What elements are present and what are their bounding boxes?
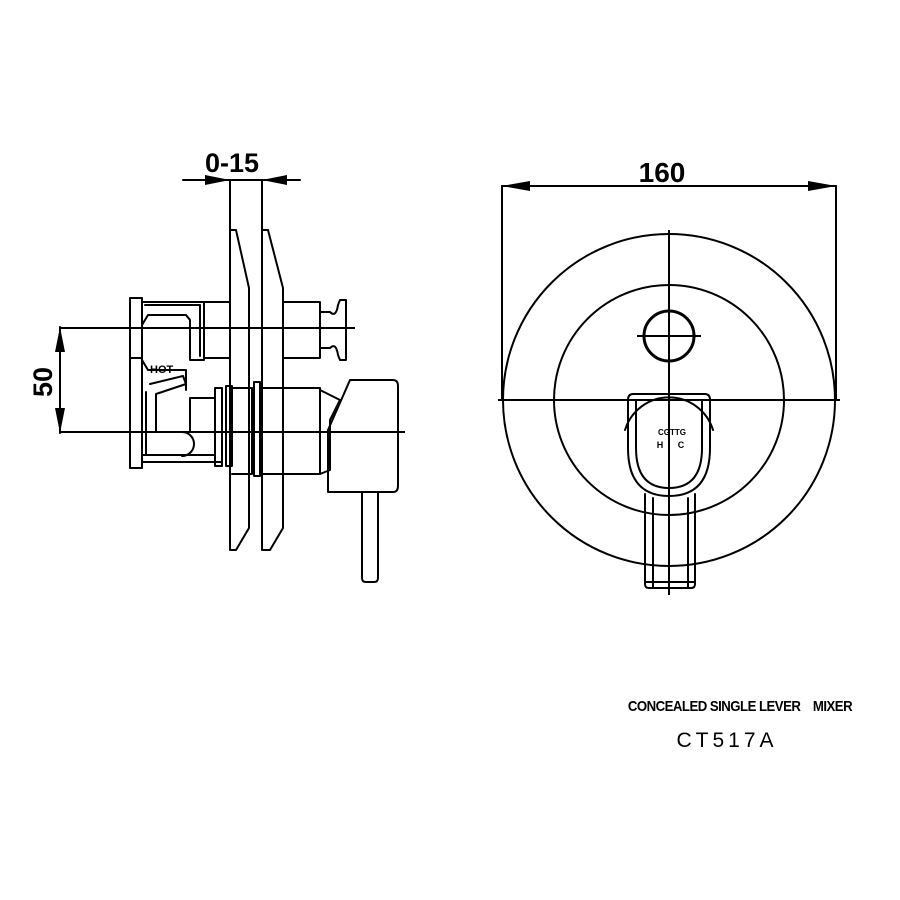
lever-handle-front xyxy=(644,493,696,589)
product-name: CONCEALED SINGLE LEVER MIXER xyxy=(627,698,853,715)
diverter-knob-side xyxy=(203,299,347,361)
dimension-inlet-spacing: 50 xyxy=(28,326,65,434)
lever-brand-logo: CGTTG xyxy=(658,428,686,437)
lever-cold-marker: C xyxy=(678,440,685,450)
cartridge-body xyxy=(225,381,341,477)
wall-thickness-label: 0-15 xyxy=(205,148,259,178)
wall-plates xyxy=(229,229,284,551)
front-view: 160 CGTTG H C xyxy=(498,157,840,595)
dimension-plate-diameter: 160 xyxy=(501,157,837,401)
lever-handle-side xyxy=(327,379,399,583)
lever-hot-marker: H xyxy=(657,440,664,450)
title-block: CONCEALED SINGLE LEVER MIXER CT517A xyxy=(600,698,880,753)
inlet-spacing-label: 50 xyxy=(28,367,58,397)
model-code: CT517A xyxy=(676,729,778,752)
plate-diameter-label: 160 xyxy=(639,157,686,188)
dimension-wall-thickness: 0-15 xyxy=(182,148,301,246)
side-view: 0-15 50 HOT xyxy=(28,148,405,583)
valve-body: HOT xyxy=(129,297,223,469)
lever-housing-front: CGTTG H C xyxy=(624,393,714,497)
hot-inlet-label: HOT xyxy=(150,364,174,376)
